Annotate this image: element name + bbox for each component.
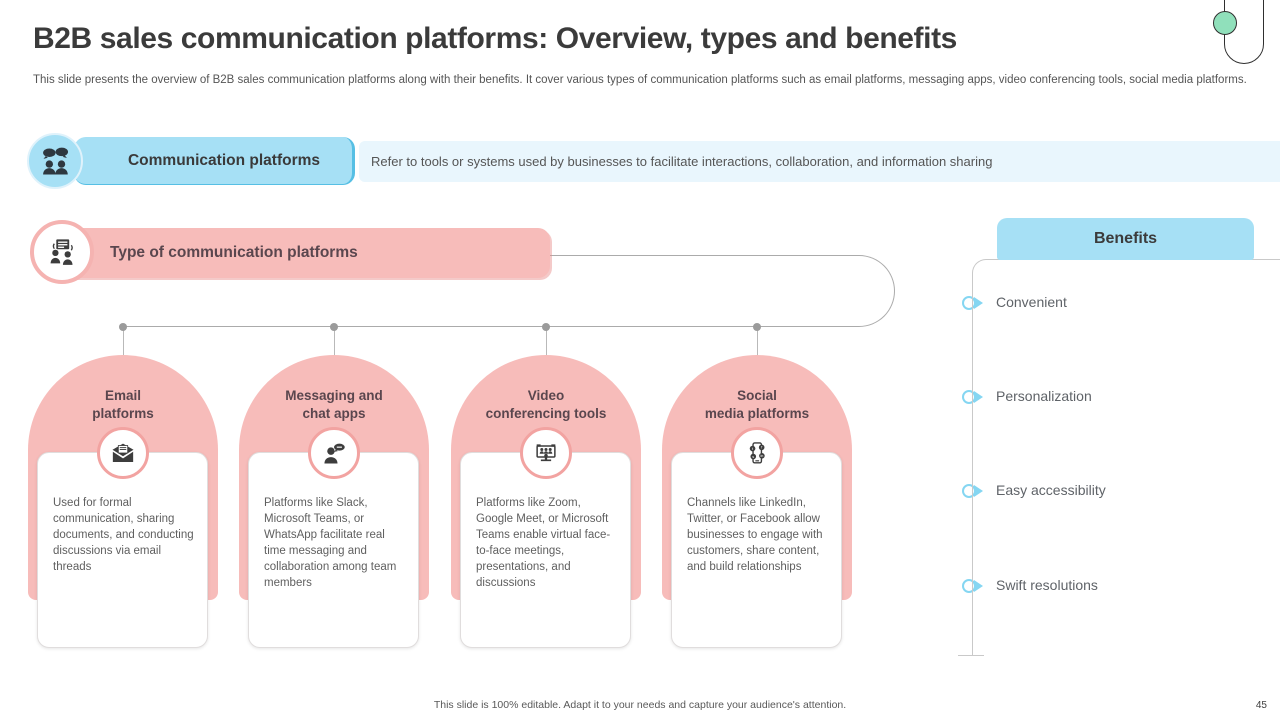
svg-text:f: f (761, 445, 763, 450)
card-description-email: Used for formal communication, sharing d… (53, 497, 194, 574)
footer-note: This slide is 100% editable. Adapt it to… (433, 699, 847, 711)
card-title-email: Email platforms (92, 388, 154, 422)
card-icon-badge-social: t f s in (731, 427, 783, 479)
benefit-arrow-icon (974, 485, 983, 497)
benefits-heading-text: Benefits (1093, 230, 1158, 247)
card-title-social: Social media platforms (704, 388, 810, 422)
card-title-video: Video conferencing tools (485, 388, 607, 422)
social-media-phone-icon: t f s in (743, 439, 771, 467)
card-icon-badge-email (97, 427, 149, 479)
connector-dot (542, 323, 550, 331)
svg-text:t: t (752, 446, 754, 451)
video-conference-icon (532, 439, 560, 467)
people-presentation-icon (44, 234, 80, 270)
benefit-arrow-icon (974, 580, 983, 592)
chat-people-icon (38, 144, 72, 178)
page-title: B2B sales communication platforms: Overv… (33, 22, 957, 55)
connector-stub (546, 327, 547, 356)
person-chat-icon (320, 439, 348, 467)
types-icon-badge (30, 220, 94, 284)
connector-stub (757, 327, 758, 356)
card-body-video: Platforms like Zoom, Google Meet, or Mic… (460, 452, 631, 648)
benefit-label: Swift resolutions (996, 577, 1098, 593)
benefit-arrow-icon (974, 391, 983, 403)
connector-dot (330, 323, 338, 331)
communication-platforms-label: Communication platforms (74, 137, 355, 185)
benefit-label: Easy accessibility (996, 482, 1106, 498)
benefits-panel (972, 259, 1280, 655)
benefit-arrow-icon (974, 297, 983, 309)
communication-platforms-definition: Refer to tools or systems used by busine… (359, 141, 1280, 182)
card-body-messaging: Platforms like Slack, Microsoft Teams, o… (248, 452, 419, 648)
communication-platforms-definition-text: Refer to tools or systems used by busine… (371, 154, 993, 169)
email-icon (109, 439, 137, 467)
connector-dot (753, 323, 761, 331)
communication-platforms-icon-badge (27, 133, 83, 189)
connector-stub (334, 327, 335, 356)
card-description-messaging: Platforms like Slack, Microsoft Teams, o… (264, 497, 397, 590)
card-icon-badge-video (520, 427, 572, 479)
connector-stub (123, 327, 124, 356)
communication-platforms-label-text: Communication platforms (127, 151, 321, 169)
svg-text:s: s (752, 454, 754, 459)
card-description-social: Channels like LinkedIn, Twitter, or Face… (687, 497, 823, 574)
svg-text:in: in (760, 454, 763, 458)
benefit-label: Personalization (996, 388, 1092, 404)
types-section-heading-text: Type of communication platforms (110, 244, 358, 261)
benefit-label: Convenient (996, 294, 1067, 310)
types-section-heading: Type of communication platforms (62, 228, 550, 278)
slide-description: This slide presents the overview of B2B … (33, 74, 1247, 86)
connector-dot (119, 323, 127, 331)
benefits-heading: Benefits (997, 218, 1254, 260)
benefits-panel-end-tick (958, 655, 984, 656)
card-body-social: Channels like LinkedIn, Twitter, or Face… (671, 452, 842, 648)
green-dot-decoration (1213, 11, 1237, 35)
page-number: 45 (1255, 700, 1267, 711)
card-body-email: Used for formal communication, sharing d… (37, 452, 208, 648)
card-title-messaging: Messaging and chat apps (285, 388, 383, 422)
card-description-video: Platforms like Zoom, Google Meet, or Mic… (476, 497, 611, 590)
card-icon-badge-messaging (308, 427, 360, 479)
